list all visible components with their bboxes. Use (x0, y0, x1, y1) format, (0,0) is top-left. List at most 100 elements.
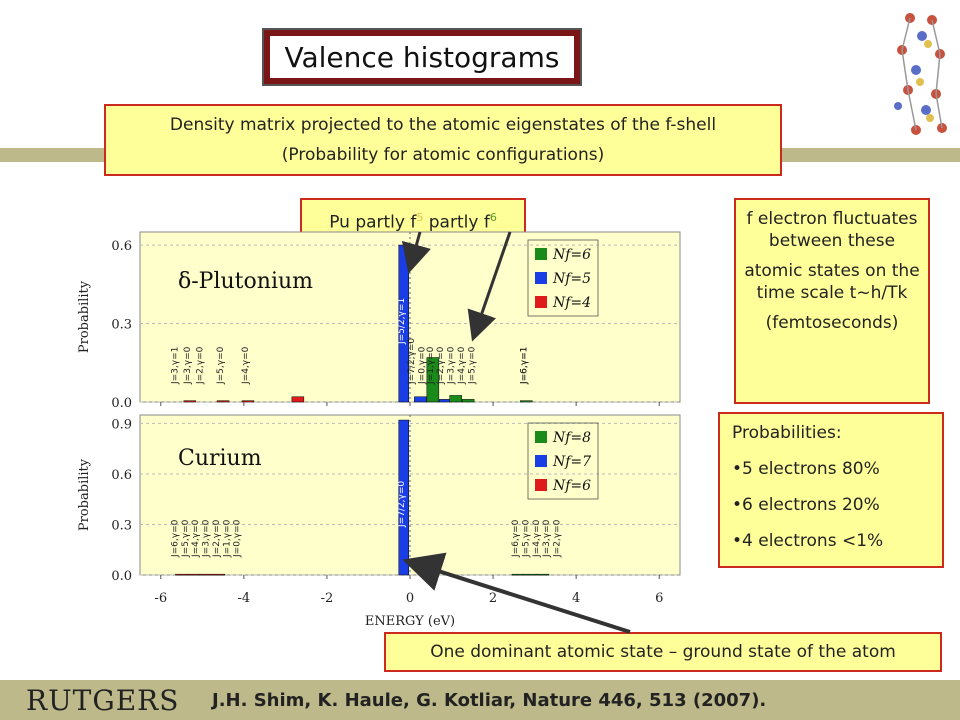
bar-annotation: J=6,γ=0 (511, 519, 521, 558)
bar-annotation: J=6,γ=1 (519, 347, 529, 385)
bar-annotation: J=6,γ=1 (519, 347, 529, 385)
x-tick-label: -6 (154, 591, 167, 606)
bar-annotation: J=3,γ=0 (202, 519, 212, 558)
fluct-p2: atomic states on the time scale t~h/Tk (744, 261, 920, 303)
y-axis-label: Probability (77, 458, 92, 531)
bar (216, 400, 230, 403)
arrow-pu-f5 (401, 231, 431, 274)
prob-item-5: •5 electrons 80% (732, 459, 880, 479)
bar-annotation: J=5,γ=0 (216, 346, 226, 385)
bar-annotation: J=3,γ=0 (183, 346, 193, 385)
title-frame: Valence histograms (262, 28, 582, 86)
footer-bar (0, 680, 960, 720)
prob-item-4: •4 electrons <1% (732, 531, 884, 551)
bar-annotation: J=7/2,γ=0 (397, 481, 407, 528)
rutgers-text: RUTGERS (26, 684, 180, 717)
page-title: Valence histograms (270, 36, 574, 78)
legend-label: Nf=5 (552, 271, 591, 287)
x-tick-label: -4 (238, 591, 251, 606)
legend-frame (527, 239, 599, 317)
x-tick-label: 2 (489, 591, 497, 606)
bar-annotation: J=1,γ=0 (426, 346, 436, 385)
panel-title: Curium (178, 446, 262, 471)
bar (212, 573, 226, 576)
bar-annotation: J=5/2,γ=1 (397, 298, 407, 345)
bar-annotation: J=3,γ=1 (170, 347, 180, 385)
bar-annotation: J=2,γ=0 (212, 519, 222, 558)
bar-annotation: J=4,γ=0 (532, 519, 542, 558)
bar-annotation: J=4,γ=0 (191, 519, 201, 558)
rutgers-logo: RUTGERS (26, 684, 179, 717)
bar (536, 573, 550, 576)
bar (461, 399, 475, 403)
bar-annotation: J=2,γ=0 (195, 346, 205, 385)
x-tick-label: 0 (406, 591, 414, 606)
density-line-2: (Probability for atomic configurations) (281, 145, 605, 165)
bar (511, 573, 525, 576)
y-tick-label: 0.9 (111, 417, 132, 432)
bar (414, 396, 427, 403)
prob-item-6: •6 electrons 20% (732, 495, 880, 515)
pu-prefix: Pu partly f (329, 212, 417, 233)
legend-swatch (535, 272, 547, 284)
fluct-p1: f electron fluctuates between these (746, 209, 918, 251)
bar-annotation: J=5,γ=0 (521, 519, 531, 558)
y-tick-label: 0.0 (111, 396, 132, 411)
bar (200, 573, 213, 576)
bar (183, 400, 197, 403)
bar (291, 396, 305, 403)
bar (449, 395, 462, 403)
bar-annotation: J=3,γ=0 (542, 519, 552, 558)
bar-annotation: J=2,γ=0 (436, 346, 446, 385)
density-line-1: Density matrix projected to the atomic e… (169, 115, 717, 135)
y-tick-label: 0.6 (111, 468, 132, 483)
legend-swatch (535, 479, 547, 491)
bar-annotation: J=5,γ=0 (467, 346, 477, 385)
legend-swatch (535, 296, 547, 308)
y-tick-label: 0.0 (111, 569, 132, 584)
bar (175, 573, 188, 576)
legend-label: Nf=7 (552, 454, 591, 470)
citation: J.H. Shim, K. Haule, G. Kotliar, Nature … (212, 690, 767, 711)
fluct-p3: (femtoseconds) (765, 313, 899, 333)
arrow-dominant (402, 552, 631, 634)
bar-annotation: J=7/2,γ=0 (407, 338, 417, 385)
bar-annotation: J=6,γ=0 (170, 519, 180, 558)
bar-annotation: J=4,γ=0 (457, 346, 467, 385)
x-tick-label: -2 (321, 591, 334, 606)
y-tick-label: 0.6 (111, 239, 132, 254)
x-axis-label: ENERGY (eV) (365, 614, 455, 629)
dominant-state-box: One dominant atomic state – ground state… (384, 632, 942, 672)
bar (241, 400, 255, 403)
pu-partly-box: Pu partly f5 partly f6 (300, 198, 526, 238)
legend-label: Nf=6 (552, 478, 591, 494)
bar-annotation: J=0,γ=0 (233, 519, 243, 558)
prob-header: Probabilities: (732, 423, 842, 443)
bar (426, 357, 440, 403)
pu-sup-6: 6 (489, 211, 497, 224)
bar-annotation: J=5,γ=0 (181, 519, 191, 558)
bar (187, 573, 201, 576)
y-tick-label: 0.3 (111, 318, 132, 333)
y-axis-label: Probability (77, 280, 92, 353)
bar-annotation: J=4,γ=0 (241, 346, 251, 385)
fluctuation-box: f electron fluctuates between these atom… (734, 198, 930, 404)
legend-label: Nf=6 (552, 247, 591, 263)
arrow-pu-f6 (467, 231, 512, 342)
bar-annotation: J=1,γ=0 (222, 519, 232, 558)
legend-swatch (535, 455, 547, 467)
crystal-structure-icon (894, 13, 947, 135)
legend-swatch (535, 248, 547, 260)
legend-label: Nf=8 (552, 430, 591, 446)
bar (524, 573, 537, 576)
bar-annotation: J=0,γ=0 (418, 346, 428, 385)
legend-swatch (535, 431, 547, 443)
pu-middle: partly f (423, 212, 490, 233)
bar-annotation: J=2,γ=0 (553, 519, 563, 558)
bar-annotation: J=3,γ=0 (447, 346, 457, 385)
density-matrix-box: Density matrix projected to the atomic e… (104, 104, 782, 176)
probabilities-box: Probabilities: •5 electrons 80% •6 elect… (718, 412, 944, 568)
pu-sup-5: 5 (416, 211, 424, 224)
legend-label: Nf=4 (552, 295, 591, 311)
